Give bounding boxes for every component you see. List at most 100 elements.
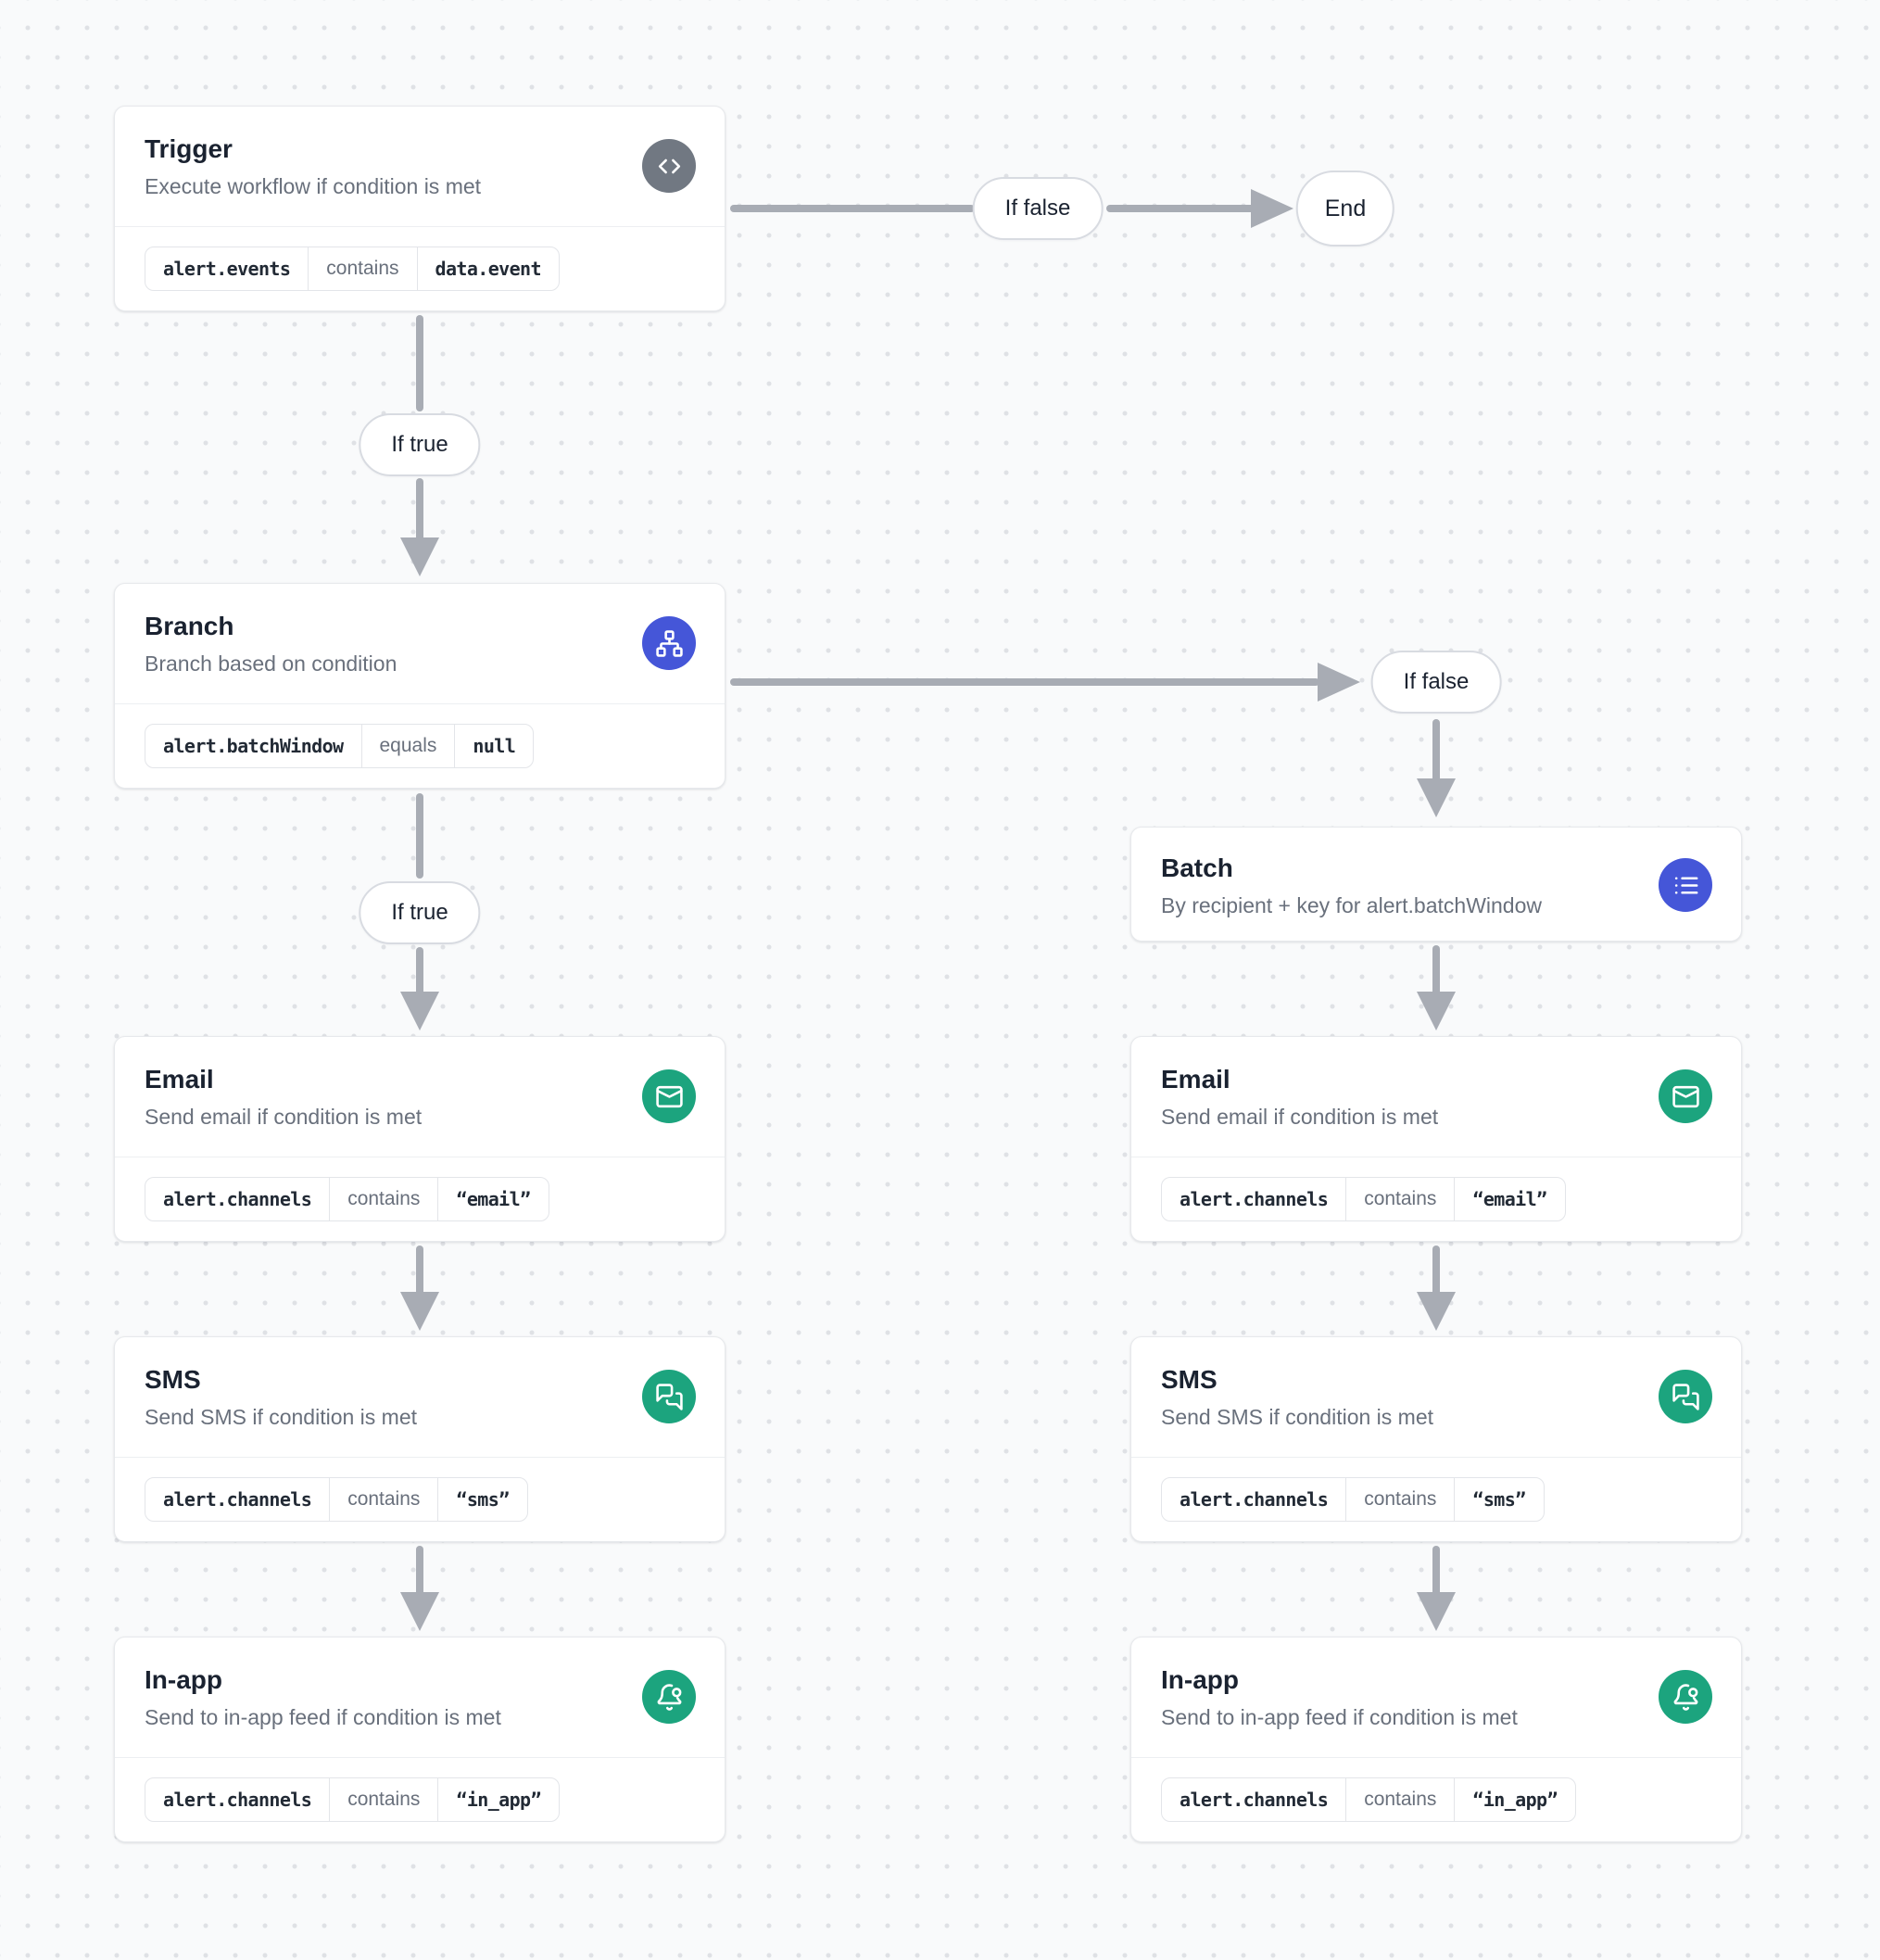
node-title: SMS — [145, 1365, 201, 1394]
condition-value: “in_app” — [437, 1778, 559, 1821]
node-branch[interactable]: Branch Branch based on condition alert.b… — [114, 583, 726, 789]
condition-value: “sms” — [1454, 1478, 1543, 1521]
edge-label-if-true: If true — [359, 881, 481, 944]
node-header: SMS Send SMS if condition is met — [1131, 1337, 1741, 1457]
node-header: SMS Send SMS if condition is met — [115, 1337, 725, 1457]
edge-label-if-true: If true — [359, 413, 481, 476]
condition-value: null — [454, 725, 533, 767]
condition-field: alert.channels — [163, 1789, 312, 1811]
condition-field: alert.channels — [1180, 1789, 1329, 1811]
node-title: Email — [1161, 1065, 1230, 1094]
list-icon — [1659, 858, 1712, 912]
condition-field: alert.channels — [1180, 1488, 1329, 1511]
condition-operator: equals — [360, 725, 455, 767]
condition-value: “sms” — [437, 1478, 526, 1521]
node-title: SMS — [1161, 1365, 1218, 1394]
condition-row: alert.channels contains “in_app” — [115, 1757, 725, 1841]
edge-batch-to-email — [1417, 945, 1456, 1031]
node-title: Branch — [145, 612, 234, 640]
edge-email-to-sms-left — [400, 1246, 439, 1331]
node-email-true[interactable]: Email Send email if condition is met ale… — [114, 1036, 726, 1242]
condition-field: alert.channels — [163, 1488, 312, 1511]
node-header: Trigger Execute workflow if condition is… — [115, 107, 725, 226]
node-header: In-app Send to in-app feed if condition … — [115, 1638, 725, 1757]
condition-field: alert.channels — [163, 1188, 312, 1210]
node-sms-false[interactable]: SMS Send SMS if condition is met alert.c… — [1130, 1336, 1742, 1542]
node-batch[interactable]: Batch By recipient + key for alert.batch… — [1130, 827, 1742, 942]
node-subtitle: Send to in-app feed if condition is met — [1161, 1705, 1518, 1729]
condition-chip: alert.channels contains “in_app” — [1161, 1777, 1576, 1822]
edge-branch-to-if-false — [730, 663, 1360, 702]
condition-row: alert.batchWindow equals null — [115, 703, 725, 788]
node-subtitle: Send email if condition is met — [1161, 1105, 1439, 1129]
node-subtitle: Send SMS if condition is met — [1161, 1405, 1434, 1429]
node-subtitle: Branch based on condition — [145, 651, 397, 676]
node-subtitle: By recipient + key for alert.batchWindow — [1161, 893, 1542, 917]
condition-chip: alert.events contains data.event — [145, 247, 560, 291]
node-header: Branch Branch based on condition — [115, 584, 725, 703]
node-sms-true[interactable]: SMS Send SMS if condition is met alert.c… — [114, 1336, 726, 1542]
node-end[interactable]: End — [1295, 171, 1395, 247]
condition-row: alert.channels contains “sms” — [115, 1457, 725, 1541]
node-subtitle: Execute workflow if condition is met — [145, 174, 482, 198]
branch-sitemap-icon — [642, 616, 696, 670]
condition-operator: contains — [329, 1178, 437, 1220]
email-icon — [642, 1069, 696, 1123]
email-icon — [1659, 1069, 1712, 1123]
edge-email-to-sms-right — [1417, 1246, 1456, 1331]
bell-dot-icon — [1659, 1670, 1712, 1724]
edge-sms-to-inapp-left — [400, 1546, 439, 1631]
node-title: Trigger — [145, 134, 233, 163]
condition-value: “in_app” — [1454, 1778, 1575, 1821]
node-title: Email — [145, 1065, 214, 1094]
condition-operator: contains — [329, 1778, 437, 1821]
node-header: In-app Send to in-app feed if condition … — [1131, 1638, 1741, 1757]
node-header: Email Send email if condition is met — [115, 1037, 725, 1157]
condition-operator: contains — [308, 247, 416, 290]
edge-if-false-to-batch — [1417, 719, 1456, 817]
condition-value: “email” — [1454, 1178, 1564, 1220]
node-trigger[interactable]: Trigger Execute workflow if condition is… — [114, 106, 726, 311]
sms-chat-icon — [642, 1370, 696, 1423]
condition-chip: alert.channels contains “email” — [145, 1177, 549, 1221]
node-header: Batch By recipient + key for alert.batch… — [1131, 828, 1741, 942]
edge-sms-to-inapp-right — [1417, 1546, 1456, 1631]
sms-chat-icon — [1659, 1370, 1712, 1423]
condition-field: alert.events — [163, 258, 291, 280]
condition-row: alert.channels contains “email” — [115, 1157, 725, 1241]
condition-chip: alert.channels contains “in_app” — [145, 1777, 560, 1822]
condition-row: alert.events contains data.event — [115, 226, 725, 310]
node-inapp-true[interactable]: In-app Send to in-app feed if condition … — [114, 1637, 726, 1842]
condition-operator: contains — [1345, 1478, 1454, 1521]
node-email-false[interactable]: Email Send email if condition is met ale… — [1130, 1036, 1742, 1242]
edge-label-if-false: If false — [972, 177, 1104, 240]
condition-operator: contains — [1345, 1178, 1454, 1220]
node-title: In-app — [1161, 1665, 1239, 1694]
condition-value: “email” — [437, 1178, 548, 1220]
condition-chip: alert.channels contains “email” — [1161, 1177, 1566, 1221]
condition-field: alert.batchWindow — [163, 735, 344, 757]
edge-if-true-to-branch — [400, 478, 439, 576]
edge-label-if-false: If false — [1370, 651, 1502, 714]
condition-operator: contains — [329, 1478, 437, 1521]
node-subtitle: Send SMS if condition is met — [145, 1405, 418, 1429]
condition-row: alert.channels contains “in_app” — [1131, 1757, 1741, 1841]
condition-chip: alert.channels contains “sms” — [145, 1477, 528, 1522]
node-header: Email Send email if condition is met — [1131, 1037, 1741, 1157]
condition-row: alert.channels contains “email” — [1131, 1157, 1741, 1241]
condition-field: alert.channels — [1180, 1188, 1329, 1210]
edge-if-false-to-end — [1106, 189, 1293, 228]
condition-chip: alert.channels contains “sms” — [1161, 1477, 1545, 1522]
node-subtitle: Send email if condition is met — [145, 1105, 423, 1129]
node-subtitle: Send to in-app feed if condition is met — [145, 1705, 501, 1729]
condition-chip: alert.batchWindow equals null — [145, 724, 535, 768]
node-title: In-app — [145, 1665, 222, 1694]
node-title: Batch — [1161, 854, 1233, 882]
bell-dot-icon — [642, 1670, 696, 1724]
node-inapp-false[interactable]: In-app Send to in-app feed if condition … — [1130, 1637, 1742, 1842]
condition-value: data.event — [416, 247, 559, 290]
condition-row: alert.channels contains “sms” — [1131, 1457, 1741, 1541]
condition-operator: contains — [1345, 1778, 1454, 1821]
code-icon — [642, 139, 696, 193]
